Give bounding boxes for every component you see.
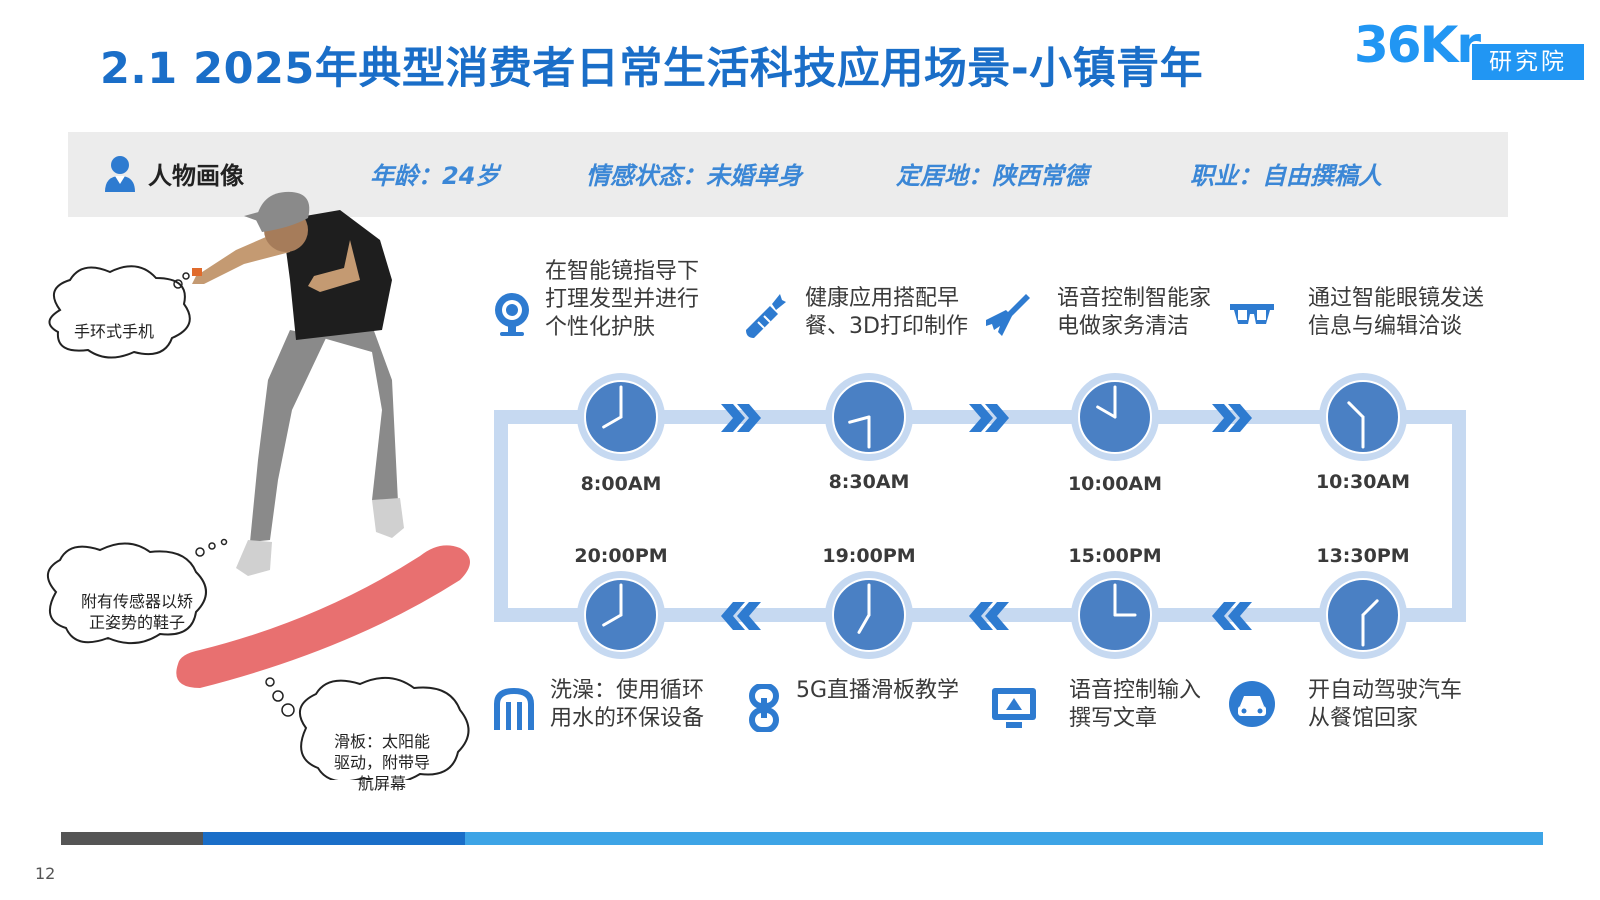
footer-bar-segment: [465, 832, 1543, 845]
time-label: 10:00AM: [1067, 473, 1163, 495]
shower-icon: [494, 688, 534, 730]
chevron-right-icon: [721, 404, 761, 432]
page-title: 2.1 2025年典型消费者日常生活科技应用场景-小镇青年: [100, 44, 1204, 94]
activity-1330: 开自动驾驶汽车 从餐馆回家: [1308, 677, 1462, 733]
person-icon: [105, 156, 135, 192]
activity-line: 通过智能眼镜发送: [1308, 286, 1485, 311]
chevron-left-icon: [969, 602, 1009, 630]
clock-1500-icon: [1071, 571, 1159, 659]
activity-1500: 语音控制输入 撰写文章: [1069, 677, 1201, 733]
board-callout-line1: 滑板：太阳能: [333, 732, 430, 751]
activity-2000: 洗澡：使用循环 用水的环保设备: [550, 677, 704, 733]
time-label: 15:00PM: [1068, 545, 1162, 567]
activity-line: 信息与编辑洽谈: [1308, 314, 1463, 339]
clock-0800-icon: [577, 373, 665, 461]
board-callout-line2: 驱动，附带导: [333, 753, 430, 772]
clock-1330-icon: [1319, 571, 1407, 659]
monitor-icon: [992, 688, 1036, 728]
shoes-callout-line2: 正姿势的鞋子: [88, 613, 185, 632]
shoes-callout: 附有传感器以矫 正姿势的鞋子: [62, 591, 212, 633]
activity-0800: 在智能镜指导下 打理发型并进行 个性化护肤: [545, 258, 699, 342]
activity-line: 餐、3D打印制作: [805, 314, 968, 339]
car-icon: [1229, 681, 1275, 727]
36kr-logo: 36Kr 研究院: [1354, 16, 1588, 84]
clock-1000-icon: [1071, 373, 1159, 461]
smart-mirror-icon: [495, 293, 529, 336]
persona-emotion: 情感状态：未婚单身: [586, 162, 802, 190]
vacuum-icon: [986, 294, 1030, 336]
footer-bar-segment: [203, 832, 465, 845]
activity-line: 打理发型并进行: [545, 287, 700, 312]
watch-bubble: [48, 265, 191, 359]
board-bubble: [298, 677, 470, 780]
activity-0830: 健康应用搭配早 餐、3D打印制作: [805, 285, 968, 341]
chevron-right-icon: [969, 404, 1009, 432]
persona-job: 职业：自由撰稿人: [1190, 162, 1382, 190]
activity-line: 从餐馆回家: [1308, 706, 1419, 731]
clock-1030-icon: [1319, 373, 1407, 461]
time-label: 20:00PM: [574, 545, 668, 567]
clock-2000-icon: [577, 571, 665, 659]
logo-mark: 36Kr: [1354, 16, 1481, 74]
activity-1030: 通过智能眼镜发送 信息与编辑洽谈: [1308, 285, 1484, 341]
board-callout-line3: 航屏幕: [357, 774, 406, 793]
page-number: 12: [35, 864, 56, 883]
activity-line: 在智能镜指导下: [545, 259, 700, 284]
time-label: 10:30AM: [1315, 471, 1411, 493]
chevron-right-icon: [1212, 404, 1252, 432]
activity-line: 洗澡：使用循环: [550, 678, 705, 703]
carrot-icon: [746, 294, 786, 338]
smart-glasses-icon: [1230, 304, 1274, 324]
activity-1900: 5G直播滑板教学: [796, 677, 959, 705]
time-label: 13:30PM: [1316, 545, 1410, 567]
persona-age: 年龄：24岁: [370, 162, 500, 190]
logo-box-text: 研究院: [1472, 44, 1584, 80]
activity-line: 5G直播滑板教学: [796, 678, 960, 703]
chain-link-icon: [749, 684, 779, 732]
activity-line: 个性化护肤: [545, 315, 656, 340]
clock-1900-icon: [825, 571, 913, 659]
activity-line: 语音控制智能家: [1057, 286, 1212, 311]
skateboard: [176, 545, 470, 688]
time-label: 19:00PM: [822, 545, 916, 567]
footer-bar-segment: [61, 832, 203, 845]
shoes-callout-line1: 附有传感器以矫: [80, 592, 193, 611]
chevron-left-icon: [721, 602, 761, 630]
clock-0830-icon: [825, 373, 913, 461]
skateboarder-illustration: [47, 191, 470, 780]
board-callout: 滑板：太阳能 驱动，附带导 航屏幕: [322, 731, 442, 794]
activity-line: 电做家务清洁: [1057, 314, 1190, 339]
activity-line: 开自动驾驶汽车: [1308, 678, 1463, 703]
persona-label: 人物画像: [148, 162, 244, 190]
time-label: 8:30AM: [828, 471, 910, 493]
persona-residence: 定居地：陕西常德: [896, 162, 1088, 190]
watch-callout: 手环式手机: [73, 322, 154, 341]
shoes-bubble: [47, 542, 207, 645]
activity-line: 语音控制输入: [1069, 678, 1202, 703]
activity-line: 撰写文章: [1069, 706, 1158, 731]
activity-1000: 语音控制智能家 电做家务清洁: [1057, 285, 1211, 341]
activity-line: 用水的环保设备: [550, 706, 705, 731]
time-label: 8:00AM: [580, 473, 662, 495]
activity-line: 健康应用搭配早: [805, 286, 960, 311]
chevron-left-icon: [1212, 602, 1252, 630]
